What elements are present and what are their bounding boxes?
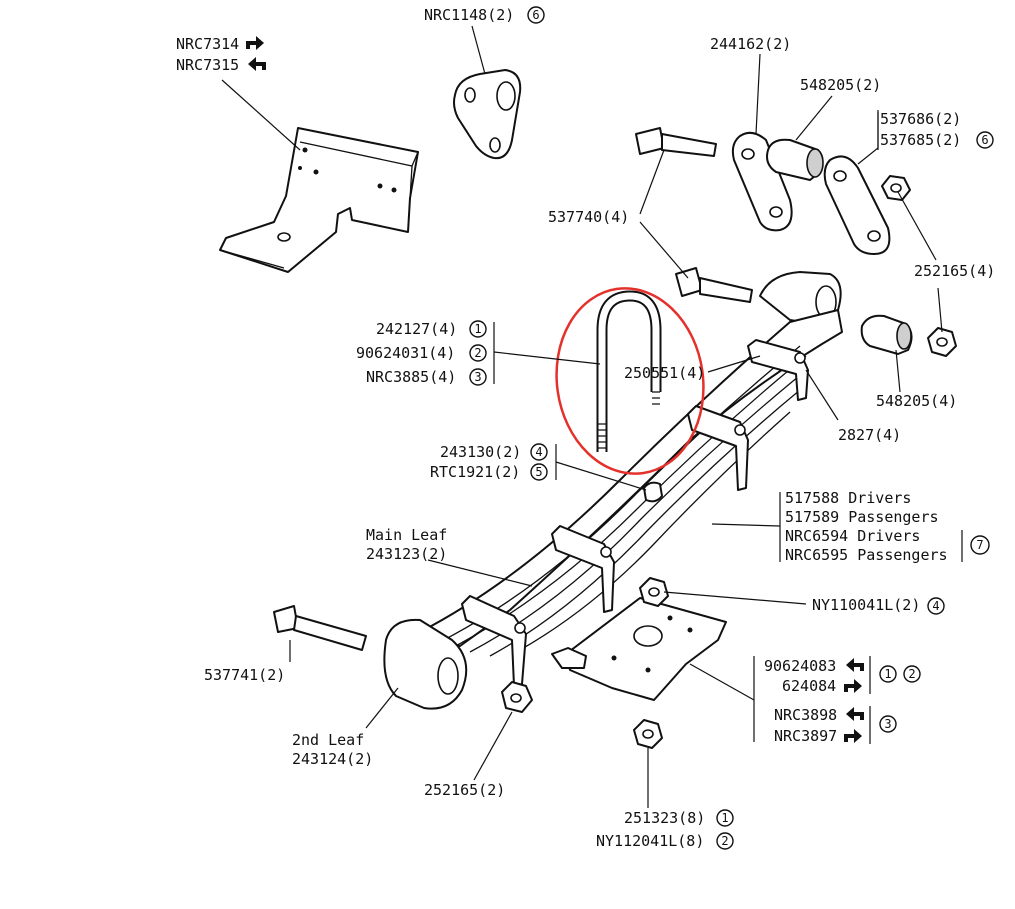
label-nrc3885: NRC3885(4) xyxy=(366,368,456,386)
arrow-left-icon xyxy=(846,707,864,721)
label-brackets xyxy=(493,110,963,744)
marker-1c: 1 xyxy=(721,811,728,825)
marker-7: 7 xyxy=(976,538,983,552)
marker-5: 5 xyxy=(535,465,542,479)
mounting-bracket xyxy=(219,127,419,273)
marker-3: 3 xyxy=(474,370,481,384)
arrow-right-icon xyxy=(844,679,862,693)
label-243130: 243130(2) xyxy=(440,443,521,461)
bolt-537741 xyxy=(273,605,367,651)
highlight-circle xyxy=(555,287,705,475)
part-labels: NRC7314 NRC7315 NRC1148(2) 6 244162(2) 5… xyxy=(176,6,995,850)
label-2827: 2827(4) xyxy=(838,426,901,444)
label-242127: 242127(4) xyxy=(376,320,457,338)
label-main-leaf-name: Main Leaf xyxy=(366,526,447,544)
nut-251323 xyxy=(633,719,663,749)
label-90624031: 90624031(4) xyxy=(356,344,455,362)
arrow-left-icon xyxy=(248,57,266,71)
triangle-plate xyxy=(453,69,522,160)
label-517589: 517589 Passengers xyxy=(785,508,939,526)
nut-ny110041 xyxy=(639,577,669,607)
label-nrc6595: NRC6595 Passengers xyxy=(785,546,948,564)
shackle-assembly xyxy=(635,127,911,255)
label-nrc7314: NRC7314 xyxy=(176,35,239,53)
marker-4b: 4 xyxy=(932,599,939,613)
label-244162: 244162(2) xyxy=(710,35,791,53)
label-537740: 537740(4) xyxy=(548,208,629,226)
marker-3b: 3 xyxy=(884,717,891,731)
marker-2: 2 xyxy=(474,346,481,360)
marker-2b: 2 xyxy=(908,667,915,681)
leader-lines xyxy=(221,25,943,808)
arrow-right-icon xyxy=(246,36,264,50)
label-2nd-leaf-part: 243124(2) xyxy=(292,750,373,768)
label-252165-top: 252165(4) xyxy=(914,262,995,280)
centre-bolt xyxy=(643,481,663,503)
spring-clips xyxy=(461,339,809,687)
label-90624083: 90624083 xyxy=(764,657,836,675)
label-251323: 251323(8) xyxy=(624,809,705,827)
label-rtc1921: RTC1921(2) xyxy=(430,463,520,481)
marker-4: 4 xyxy=(535,445,542,459)
label-250551: 250551(4) xyxy=(624,364,705,382)
label-ny110041: NY110041L(2) xyxy=(812,596,920,614)
marker-1: 1 xyxy=(474,322,481,336)
marker-2c: 2 xyxy=(721,834,728,848)
arrow-right-icon xyxy=(844,729,862,743)
label-537741: 537741(2) xyxy=(204,666,285,684)
label-nrc3897: NRC3897 xyxy=(774,727,837,745)
label-nrc3898: NRC3898 xyxy=(774,706,837,724)
arrow-left-icon xyxy=(846,658,864,672)
label-252165-bot: 252165(2) xyxy=(424,781,505,799)
u-bolt[interactable] xyxy=(596,290,662,452)
marker-6b: 6 xyxy=(981,133,988,147)
label-537686: 537686(2) xyxy=(880,110,961,128)
bush-and-nut xyxy=(860,314,957,357)
label-nrc6594: NRC6594 Drivers xyxy=(785,527,920,545)
bolt-537740 xyxy=(675,267,753,303)
label-517588: 517588 Drivers xyxy=(785,489,911,507)
label-nrc1148: NRC1148(2) xyxy=(424,6,514,24)
marker-1b: 1 xyxy=(884,667,891,681)
label-537685: 537685(2) xyxy=(880,131,961,149)
label-nrc7315: NRC7315 xyxy=(176,56,239,74)
nut-252165 xyxy=(501,681,533,713)
label-main-leaf-part: 243123(2) xyxy=(366,545,447,563)
label-624084: 624084 xyxy=(782,677,836,695)
marker-6: 6 xyxy=(532,8,539,22)
label-ny112041: NY112041L(8) xyxy=(596,832,704,850)
label-548205-top: 548205(2) xyxy=(800,76,881,94)
axle-plate xyxy=(551,597,727,701)
label-2nd-leaf-name: 2nd Leaf xyxy=(292,731,364,749)
spring-rear-eye xyxy=(383,618,468,710)
label-548205-mid: 548205(4) xyxy=(876,392,957,410)
